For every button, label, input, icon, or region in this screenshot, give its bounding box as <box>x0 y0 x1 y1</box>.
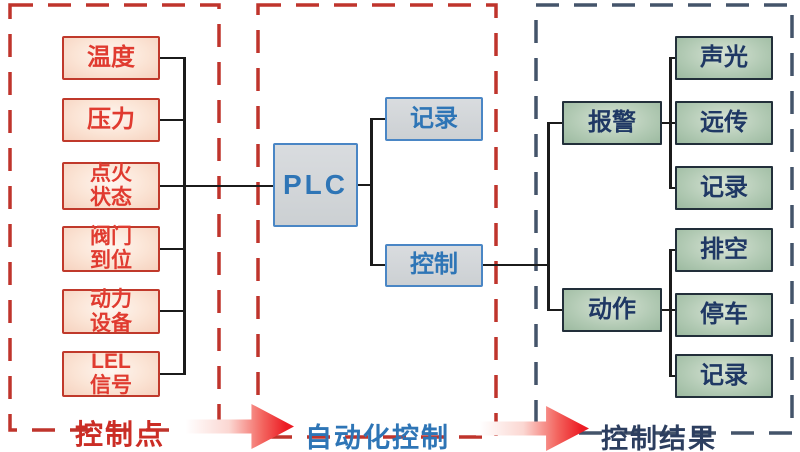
connector-to-record <box>371 118 385 120</box>
results-panel-border <box>534 3 794 435</box>
node-record-mid: 记录 <box>385 97 483 141</box>
control-output-line <box>483 264 549 266</box>
connector-to-alarm-record <box>669 187 675 189</box>
connector-to-control <box>371 264 385 266</box>
connector-to-alarm <box>549 122 562 124</box>
alarm-output-line <box>662 122 675 124</box>
action-output-line <box>662 309 675 311</box>
control-points-panel-border <box>8 3 221 432</box>
node-alarm: 报警 <box>562 101 662 145</box>
node-temperature: 温度 <box>62 36 160 80</box>
connector <box>160 310 185 312</box>
stage-label-automation-control: 自动化控制 <box>305 423 450 452</box>
plc-output-line <box>357 184 372 186</box>
node-pressure: 压力 <box>62 98 160 142</box>
node-ignition-status: 点火 状态 <box>62 162 160 210</box>
connector-to-action-record <box>669 375 675 377</box>
node-stop: 停车 <box>675 293 773 337</box>
connector-to-action <box>549 309 562 311</box>
alarm-branch-line <box>669 57 672 189</box>
connector-main-to-plc <box>160 185 273 187</box>
node-lel-signal: LEL 信号 <box>62 350 160 397</box>
connector <box>160 57 185 59</box>
left-collector-line <box>183 57 186 375</box>
node-control-mid: 控制 <box>385 244 483 287</box>
node-vent: 排空 <box>675 228 773 272</box>
stage-label-control-results: 控制结果 <box>601 424 717 452</box>
node-remote-transmit: 远传 <box>675 101 773 145</box>
right-branch-line <box>547 122 550 311</box>
action-branch-line <box>669 249 672 377</box>
node-alarm-record: 记录 <box>675 166 773 210</box>
connector <box>160 248 185 250</box>
node-sound-light: 声光 <box>675 36 773 80</box>
node-valve-in-place: 阀门 到位 <box>62 225 160 272</box>
connector <box>160 373 185 375</box>
node-action: 动作 <box>562 288 662 332</box>
connector <box>160 119 185 121</box>
node-power-equipment: 动力 设备 <box>62 288 160 335</box>
connector-to-sound-light <box>669 57 675 59</box>
middle-branch-line <box>370 118 373 266</box>
connector-to-vent <box>669 249 675 251</box>
automation-panel-border <box>256 3 498 439</box>
node-action-record: 记录 <box>675 354 773 398</box>
node-plc: PLC <box>273 143 358 227</box>
stage-label-control-points: 控制点 <box>74 419 165 450</box>
